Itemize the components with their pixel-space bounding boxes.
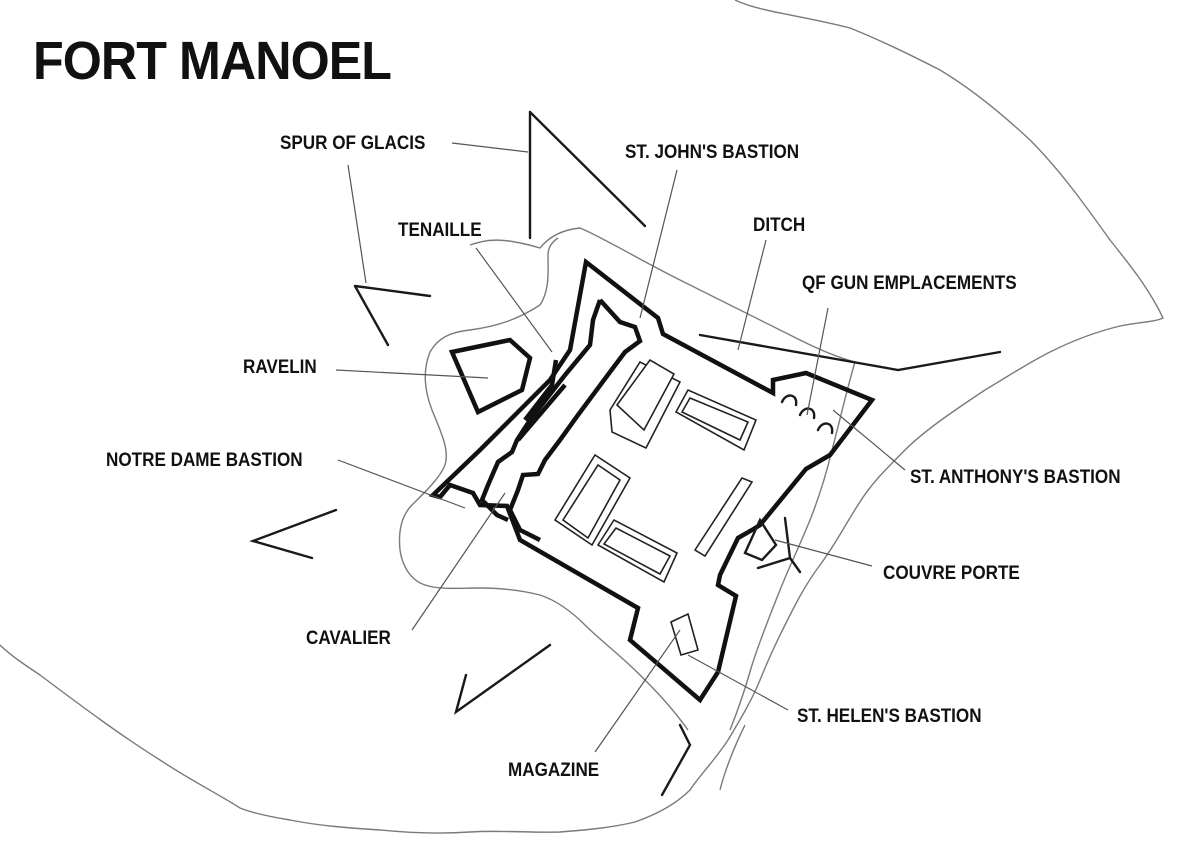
outwork-lines-east <box>660 333 1002 797</box>
label-ravelin: RAVELIN <box>243 357 317 378</box>
qf-gun-emplacements <box>780 394 834 435</box>
label-qf-gun-emplacements: QF GUN EMPLACEMENTS <box>802 273 1017 294</box>
couvre-porte-shape <box>743 516 802 574</box>
map-title: FORT MANOEL <box>33 31 392 91</box>
label-st-helens-bastion: ST. HELEN'S BASTION <box>797 706 982 727</box>
label-couvre-porte: COUVRE PORTE <box>883 563 1020 584</box>
label-magazine: MAGAZINE <box>508 760 600 781</box>
outwork-lines-west <box>249 508 552 715</box>
label-st-johns-bastion: ST. JOHN'S BASTION <box>625 142 800 163</box>
spur-of-glacis-lines <box>353 110 647 347</box>
label-spur-of-glacis: SPUR OF GLACIS <box>280 133 426 154</box>
leader-lines <box>335 142 906 753</box>
label-notre-dame-bastion: NOTRE DAME BASTION <box>106 450 303 471</box>
label-cavalier: CAVALIER <box>306 628 391 649</box>
tenaille-shape <box>516 359 567 442</box>
label-tenaille: TENAILLE <box>398 220 482 241</box>
label-st-anthonys-bastion: ST. ANTHONY'S BASTION <box>910 467 1121 488</box>
coastline <box>0 0 1164 834</box>
label-ditch: DITCH <box>753 215 806 236</box>
fort-enceinte <box>428 257 876 704</box>
ravelin-shape <box>448 337 533 416</box>
cavalier-inner-line <box>479 298 643 543</box>
interior-buildings <box>553 358 758 656</box>
